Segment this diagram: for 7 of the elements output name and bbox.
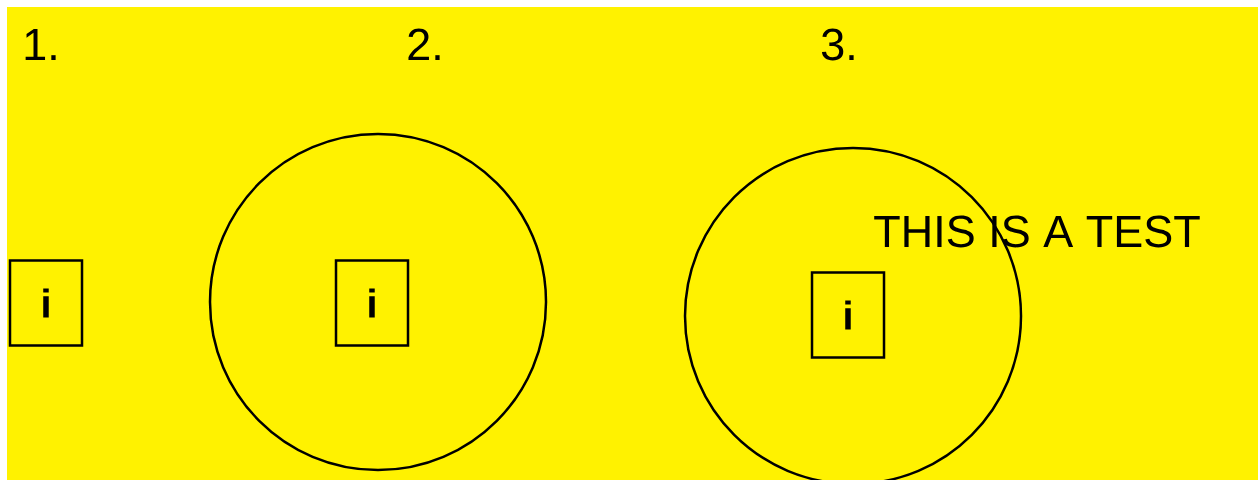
step-number: 2.: [408, 28, 440, 60]
info-box: i: [810, 271, 886, 359]
info-box: i: [8, 259, 84, 347]
circle-outline: [208, 132, 548, 472]
step-number: 3.: [821, 28, 854, 61]
info-box: i: [334, 259, 410, 347]
step-number: 1.: [25, 29, 56, 60]
